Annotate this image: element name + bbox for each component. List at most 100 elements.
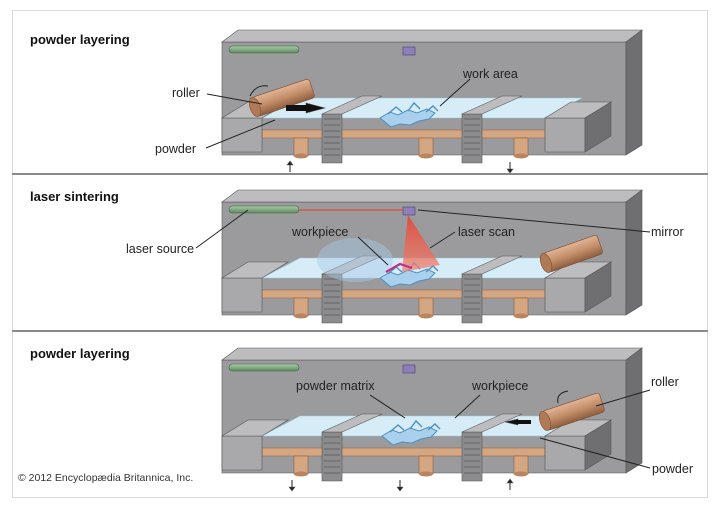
left-piston-base	[294, 313, 308, 319]
right-piston-base	[514, 313, 528, 319]
divider-wall-top	[461, 255, 523, 275]
left-block-front	[221, 435, 263, 471]
leader-work-area	[439, 78, 471, 107]
right-piston-base	[514, 153, 528, 159]
arrow-head	[286, 160, 294, 166]
panel-powder-layering-top	[205, 29, 643, 174]
leader-roller	[595, 389, 651, 407]
powder-matrix-label: powder matrix	[296, 379, 375, 393]
right-piston-base	[514, 471, 528, 477]
left-block-top	[220, 261, 290, 279]
center-piston-base	[419, 471, 433, 477]
rotation-arrow	[557, 390, 569, 404]
panel-powder-layering-bottom	[220, 347, 651, 492]
divider-wall-top	[461, 95, 523, 115]
panel-divider	[12, 173, 708, 175]
top-lid	[221, 189, 643, 203]
top-lid	[221, 347, 643, 361]
workpiece-glow	[317, 238, 393, 282]
work-area-label: work area	[463, 67, 518, 81]
roller-end	[538, 411, 552, 431]
divider-wall-left	[321, 273, 343, 324]
powder-label: powder	[652, 462, 693, 476]
laser-scan-label: laser scan	[458, 225, 515, 239]
leader-laser-scan	[429, 231, 456, 249]
arrow-head	[506, 168, 514, 174]
center-piston	[418, 297, 434, 317]
left-piston-base	[294, 153, 308, 159]
rotation-arrow	[249, 85, 269, 97]
panel-divider	[12, 330, 708, 332]
roller-label: roller	[172, 86, 200, 100]
diagram-frame	[12, 10, 708, 498]
powder-label: powder	[155, 142, 196, 156]
panel-laser-sintering	[195, 189, 651, 324]
mirror-block	[402, 206, 416, 216]
left-block-top	[220, 419, 290, 437]
lid-side	[625, 347, 643, 474]
laser-scan-cone	[402, 215, 440, 272]
roller-label: roller	[651, 375, 679, 389]
platform-base	[261, 289, 546, 299]
left-piston	[293, 137, 309, 157]
workpiece-shape	[379, 268, 436, 288]
copyright-text: © 2012 Encyclopædia Britannica, Inc.	[18, 472, 194, 484]
workpiece-label: workpiece	[292, 225, 349, 239]
roller	[538, 393, 605, 431]
workpiece-label: workpiece	[472, 379, 529, 393]
center-piston	[418, 455, 434, 475]
laser-source-tube	[228, 45, 300, 54]
motion-arrow-shaft	[286, 105, 308, 111]
divider-wall-top	[321, 413, 383, 433]
leader-workpiece	[357, 236, 389, 266]
right-piston	[513, 137, 529, 157]
leader-mirror	[417, 209, 651, 233]
left-block-front	[221, 277, 263, 313]
workpiece-shape	[381, 426, 438, 446]
divider-wall-right	[461, 273, 483, 324]
left-piston	[293, 455, 309, 475]
leader-roller	[206, 93, 263, 105]
workpiece-teeth	[387, 101, 439, 115]
mirror-label: mirror	[651, 225, 684, 239]
right-block-side	[584, 101, 612, 153]
divider-wall-top	[321, 95, 383, 115]
laser-source-tube	[228, 363, 300, 372]
lid-side	[625, 29, 643, 156]
right-block-front	[544, 277, 586, 313]
arrow-head	[396, 486, 404, 492]
leader-laser-source	[195, 209, 249, 249]
roller-parked	[539, 235, 603, 273]
roller-end	[539, 253, 553, 273]
leader-powder-matrix	[369, 394, 406, 419]
center-piston-base	[419, 313, 433, 319]
arrow-head	[506, 478, 514, 484]
center-piston	[418, 137, 434, 157]
center-piston-base	[419, 153, 433, 159]
panel-title: powder layering	[30, 346, 130, 361]
panel-title: powder layering	[30, 32, 130, 47]
divider-wall-top	[321, 255, 383, 275]
mirror-block	[402, 364, 416, 374]
mirror-block	[402, 46, 416, 56]
laser-source-tube	[228, 205, 300, 214]
divider-wall-right	[461, 431, 483, 482]
sintered-path	[385, 262, 413, 273]
right-piston	[513, 455, 529, 475]
right-piston	[513, 297, 529, 317]
divider-wall-top	[461, 413, 523, 433]
workpiece-teeth	[389, 419, 441, 433]
divider-wall-right	[461, 113, 483, 164]
left-piston	[293, 297, 309, 317]
leader-powder	[539, 437, 651, 469]
lid-side	[625, 189, 643, 316]
top-lid	[221, 29, 643, 43]
right-block-side	[584, 419, 612, 471]
right-block-front	[544, 117, 586, 153]
right-block-side	[584, 261, 612, 313]
motion-arrow-shaft	[517, 420, 531, 424]
left-block-front	[221, 117, 263, 153]
leader-workpiece	[454, 394, 481, 419]
